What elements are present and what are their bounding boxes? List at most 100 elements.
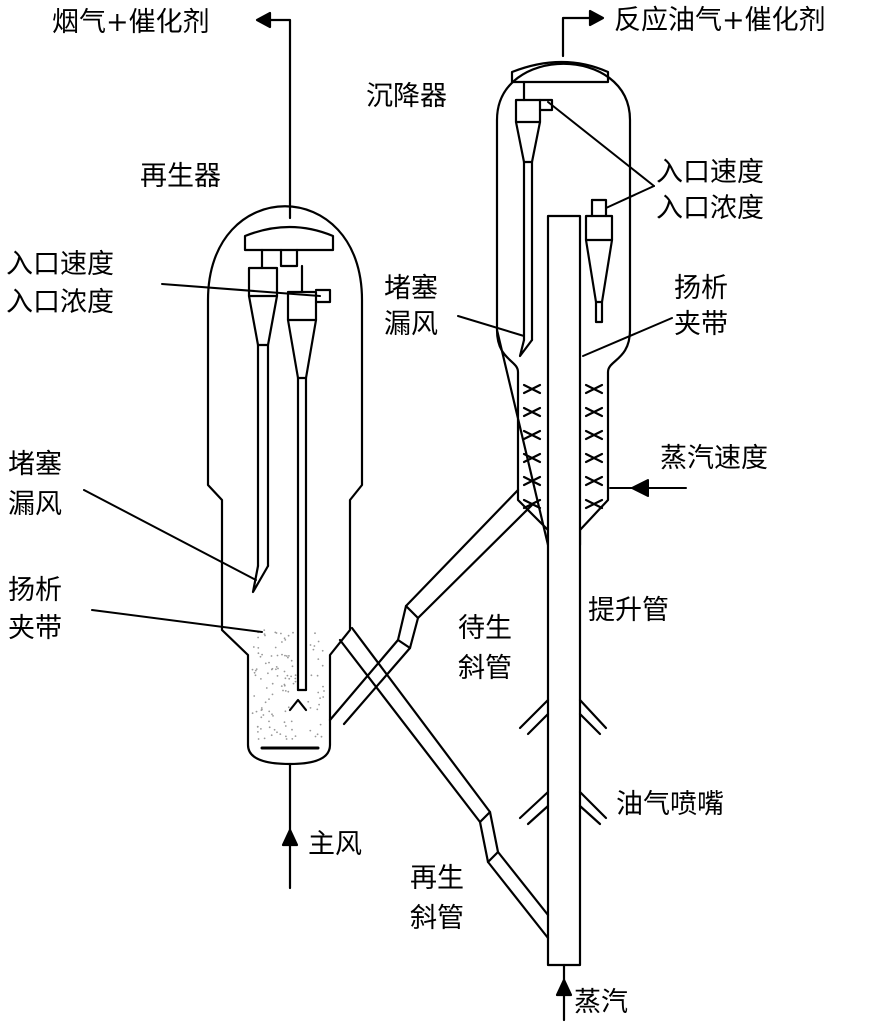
stripper-baffle bbox=[522, 475, 542, 487]
catalyst-dot bbox=[257, 652, 260, 655]
catalyst-dot bbox=[322, 685, 324, 688]
regenerator-label: 再生器 bbox=[140, 161, 221, 192]
regen-entrainment-label: 夹带 bbox=[8, 613, 62, 644]
catalyst-dot bbox=[259, 655, 262, 658]
catalyst-dot bbox=[261, 653, 263, 656]
regen-label: 再生 bbox=[410, 863, 464, 894]
catalyst-dot bbox=[279, 733, 282, 735]
catalyst-dot bbox=[314, 735, 317, 738]
catalyst-dot bbox=[270, 655, 273, 657]
catalyst-dot bbox=[271, 713, 273, 716]
catalyst-dot bbox=[257, 647, 260, 649]
catalyst-dot bbox=[270, 734, 273, 737]
catalyst-dot bbox=[317, 658, 320, 660]
catalyst-dot bbox=[277, 667, 279, 670]
stripper-baffle bbox=[522, 406, 542, 418]
catalyst-dot bbox=[280, 685, 283, 687]
catalyst-dot bbox=[273, 728, 276, 731]
stripper-baffle bbox=[584, 498, 604, 510]
catalyst-dot bbox=[257, 738, 260, 740]
catalyst-dot bbox=[283, 683, 286, 686]
regen-leak-label: 漏风 bbox=[8, 489, 62, 520]
catalyst-dot bbox=[292, 682, 295, 685]
catalyst-dot bbox=[318, 703, 320, 706]
catalyst-dot bbox=[268, 710, 271, 713]
catalyst-dot bbox=[252, 646, 255, 648]
catalyst-dot bbox=[284, 639, 287, 641]
catalyst-dot bbox=[322, 696, 325, 698]
catalyst-dot bbox=[260, 728, 262, 730]
catalyst-dot bbox=[287, 690, 290, 693]
catalyst-dot bbox=[268, 726, 271, 729]
regen-plug-label: 堵塞 bbox=[8, 449, 62, 480]
catalyst-dot bbox=[268, 698, 270, 700]
catalyst-dot bbox=[317, 640, 320, 643]
catalyst-dot bbox=[285, 738, 288, 740]
catalyst-dot bbox=[271, 682, 274, 685]
catalyst-dot bbox=[284, 710, 287, 713]
stripper-baffle bbox=[584, 383, 604, 395]
catalyst-dot bbox=[316, 708, 319, 711]
steam-label: 蒸汽 bbox=[574, 987, 628, 1018]
catalyst-dot bbox=[288, 655, 290, 657]
main-air-label: 主风 bbox=[308, 829, 362, 860]
catalyst-dot bbox=[254, 669, 257, 672]
catalyst-dot bbox=[265, 687, 268, 689]
catalyst-dot bbox=[268, 661, 270, 664]
catalyst-dot bbox=[275, 632, 278, 634]
regen-inlet-concentration-label: 入口浓度 bbox=[6, 287, 114, 318]
dis-inlet-concentration-label: 入口浓度 bbox=[656, 193, 764, 224]
catalyst-dot bbox=[280, 632, 282, 635]
catalyst-dot bbox=[319, 723, 322, 726]
catalyst-dot bbox=[294, 674, 297, 677]
catalyst-dot bbox=[263, 737, 266, 740]
dis-plug-label: 堵塞 bbox=[384, 273, 438, 304]
catalyst-dot bbox=[286, 674, 289, 677]
catalyst-dot bbox=[275, 666, 278, 668]
catalyst-dot bbox=[317, 691, 320, 694]
flue-gas-label: 烟气+催化剂 bbox=[52, 7, 210, 38]
dis-leak-label: 漏风 bbox=[384, 309, 438, 340]
stripper-baffle bbox=[584, 452, 604, 464]
regenerator-vessel bbox=[206, 11, 364, 890]
catalyst-dot bbox=[290, 659, 293, 662]
catalyst-dot bbox=[321, 664, 324, 667]
catalyst-dot bbox=[254, 674, 257, 677]
dis-elutriation-label: 扬析 bbox=[674, 273, 728, 304]
feed-nozzle-label: 油气喷嘴 bbox=[616, 789, 724, 820]
catalyst-dot bbox=[276, 654, 279, 657]
disengager-vessel bbox=[495, 9, 632, 547]
catalyst-dot bbox=[284, 654, 286, 657]
catalyst-dot bbox=[294, 677, 297, 680]
catalyst-dot bbox=[307, 700, 310, 703]
catalyst-dot bbox=[251, 712, 254, 715]
stripper-baffle bbox=[522, 452, 542, 464]
catalyst-dot bbox=[260, 678, 262, 680]
catalyst-dot bbox=[309, 644, 312, 646]
catalyst-dot bbox=[253, 695, 256, 697]
catalyst-dot bbox=[272, 715, 274, 717]
disengager-cyclone-left bbox=[514, 80, 554, 358]
spent-standpipe-label: 斜管 bbox=[458, 653, 512, 684]
leader-lines bbox=[83, 101, 687, 633]
stripper-baffle bbox=[522, 383, 542, 395]
catalyst-dot bbox=[287, 634, 290, 637]
feed-nozzles bbox=[518, 698, 608, 826]
riser-label: 提升管 bbox=[588, 595, 669, 626]
stripper-baffle bbox=[522, 429, 542, 441]
catalyst-dot bbox=[314, 632, 316, 635]
regen-standpipe bbox=[338, 626, 550, 940]
catalyst-dot bbox=[281, 641, 283, 643]
spent-label: 待生 bbox=[458, 613, 512, 644]
riser-pipe bbox=[546, 214, 582, 1022]
catalyst-dot bbox=[276, 731, 278, 734]
catalyst-dot bbox=[253, 671, 256, 674]
catalyst-dot bbox=[309, 707, 312, 709]
catalyst-dot bbox=[284, 725, 287, 727]
dis-entrainment-label: 夹带 bbox=[674, 309, 728, 340]
catalyst-dot bbox=[291, 665, 294, 668]
catalyst-dot bbox=[283, 637, 286, 640]
catalyst-dot bbox=[290, 675, 292, 678]
spent-standpipe bbox=[328, 488, 534, 726]
catalyst-dot bbox=[320, 735, 323, 738]
